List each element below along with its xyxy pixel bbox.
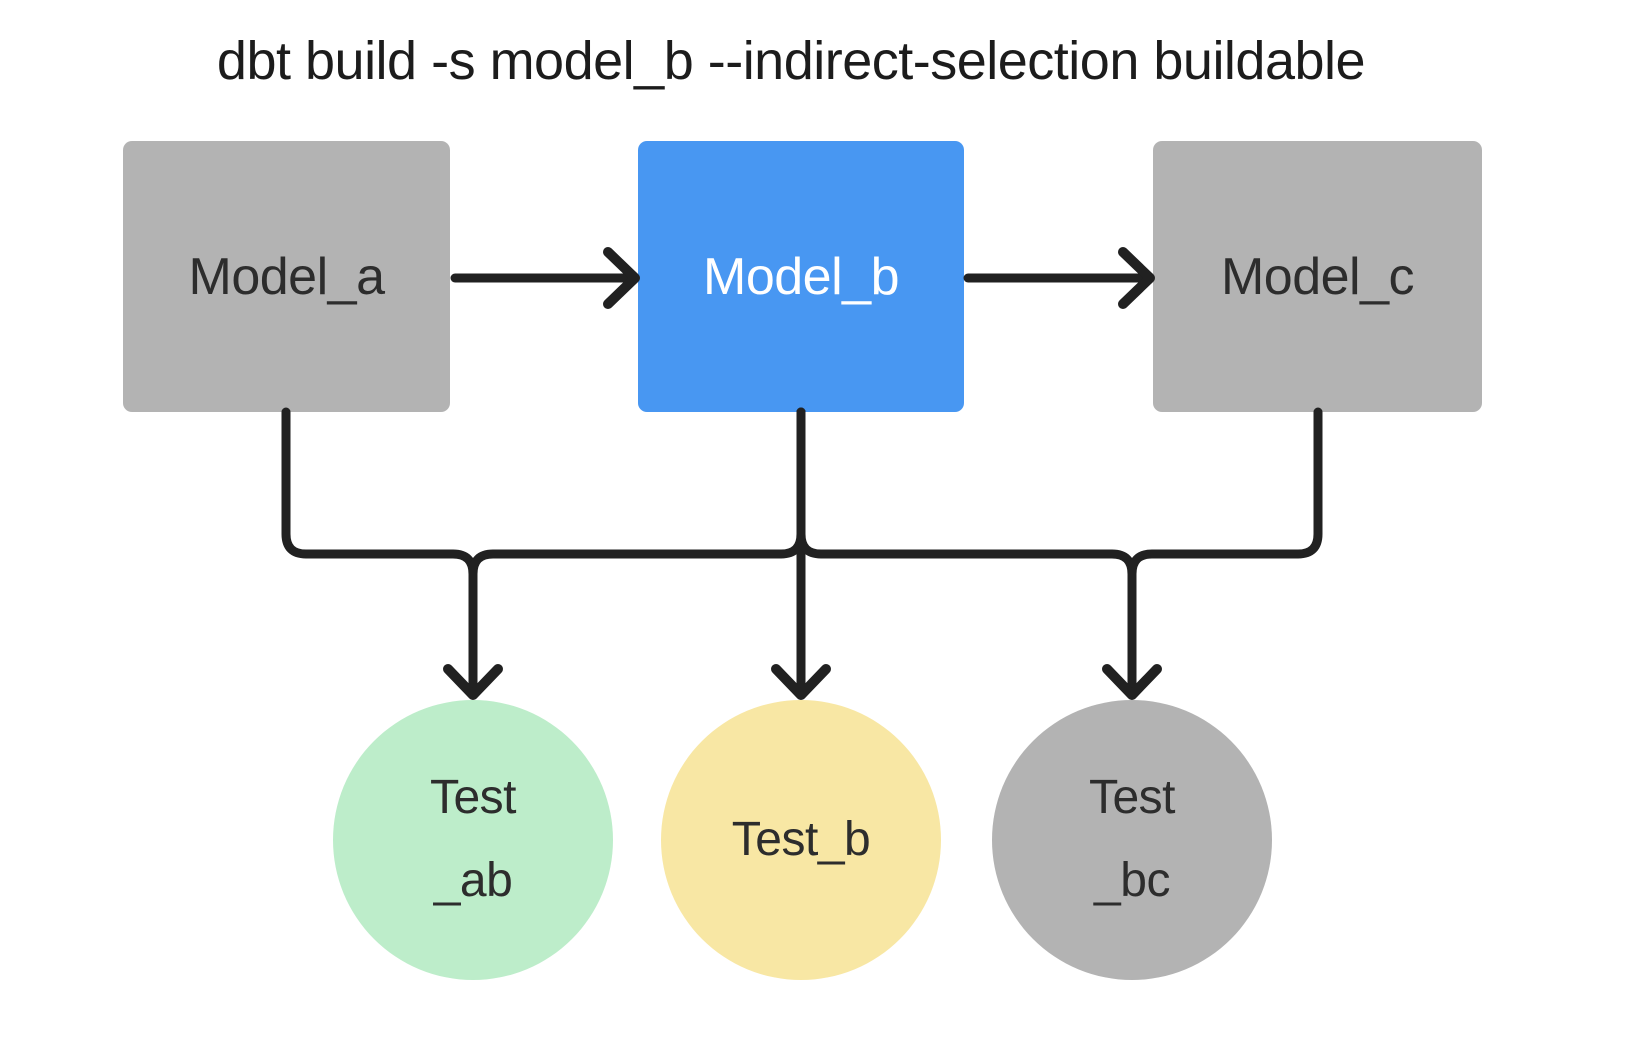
node-test-ab: Test _ab xyxy=(333,700,613,980)
node-model-c: Model_c xyxy=(1153,141,1482,412)
edge-model-a-to-test-ab xyxy=(281,407,478,691)
node-test-b: Test_b xyxy=(661,700,941,980)
node-test-b-label: Test_b xyxy=(731,812,871,866)
node-test-ab-label-line1: Test xyxy=(429,771,517,825)
edge-model-b-to-test-bc xyxy=(796,407,1137,691)
diagram-title: dbt build -s model_b --indirect-selectio… xyxy=(216,31,1366,91)
node-test-bc: Test _bc xyxy=(992,700,1272,980)
node-model-b-label: Model_b xyxy=(703,247,899,306)
node-test-bc-label-line1: Test xyxy=(1088,771,1176,825)
arrowhead-test-b-icon xyxy=(771,664,831,700)
edge-model-c-to-test-bc xyxy=(1127,407,1323,691)
node-model-a: Model_a xyxy=(123,141,450,412)
node-test-ab-label-line2: _ab xyxy=(433,854,513,907)
arrowhead-model-b-icon xyxy=(603,247,640,309)
edge-model-b-to-test-ab xyxy=(468,407,806,691)
node-model-a-label: Model_a xyxy=(188,247,385,306)
arrowhead-test-ab-icon xyxy=(443,664,503,700)
node-model-c-label: Model_c xyxy=(1220,247,1415,306)
arrowhead-model-c-icon xyxy=(1118,247,1155,309)
node-model-b: Model_b xyxy=(638,141,964,412)
arrowhead-test-bc-icon xyxy=(1102,664,1162,700)
node-test-bc-label-line2: _bc xyxy=(1094,854,1170,907)
